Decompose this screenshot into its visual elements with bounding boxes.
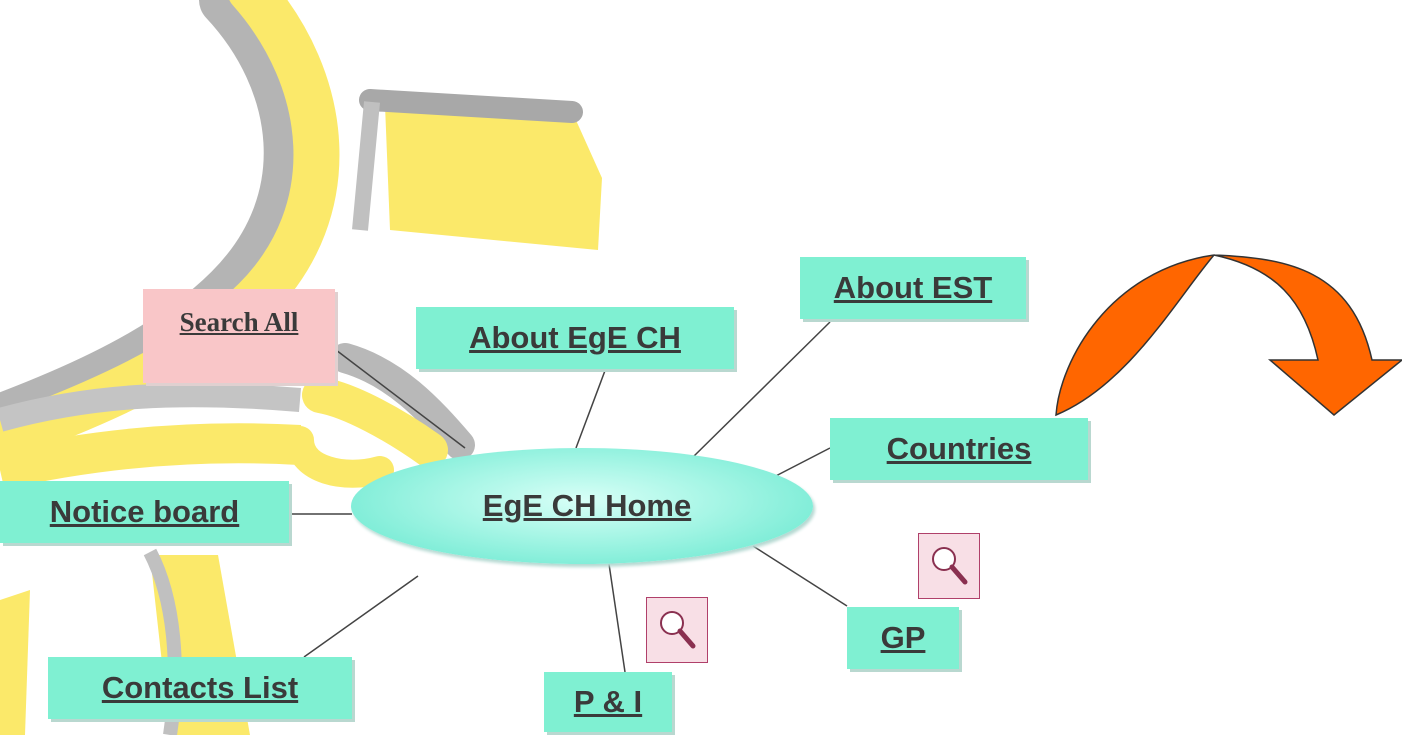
magnifier-icon[interactable] [918, 533, 980, 599]
p-and-i-button[interactable]: P & I [544, 672, 672, 732]
notice-board-label[interactable]: Notice board [49, 494, 240, 529]
gp-label[interactable]: GP [880, 620, 926, 655]
ege-ch-home-hub[interactable]: EgE CH Home [351, 448, 813, 564]
magnifier-icon[interactable] [646, 597, 708, 663]
about-est-button[interactable]: About EST [800, 257, 1026, 319]
about-ege-ch-label[interactable]: About EgE CH [469, 320, 681, 355]
contacts-list-label[interactable]: Contacts List [101, 670, 299, 705]
notice-board-button[interactable]: Notice board [0, 481, 289, 543]
countries-label[interactable]: Countries [886, 431, 1032, 466]
search-all-button[interactable]: Search All [143, 289, 335, 383]
search-all-label[interactable]: Search All [179, 307, 299, 337]
p-and-i-label[interactable]: P & I [573, 684, 643, 719]
gp-button[interactable]: GP [847, 607, 959, 669]
about-est-label[interactable]: About EST [833, 270, 993, 305]
contacts-list-button[interactable]: Contacts List [48, 657, 352, 719]
ege-ch-home-label[interactable]: EgE CH Home [482, 488, 692, 523]
about-ege-ch-button[interactable]: About EgE CH [416, 307, 734, 369]
countries-button[interactable]: Countries [830, 418, 1088, 480]
